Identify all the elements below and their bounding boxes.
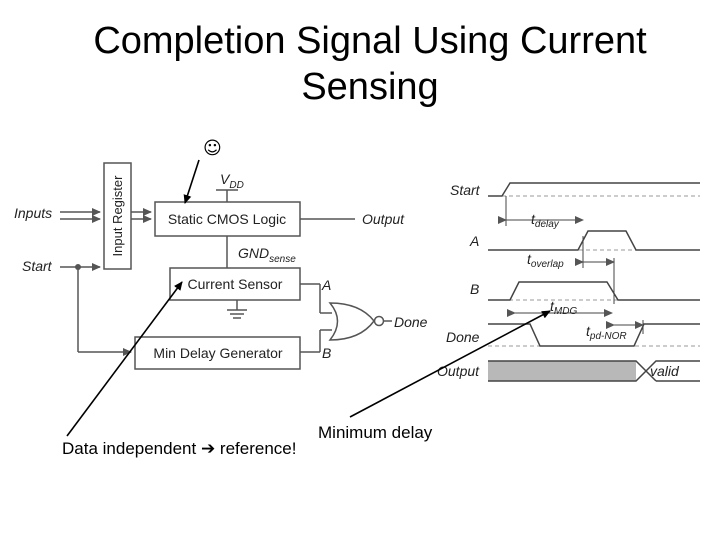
start-label: Start xyxy=(22,258,53,274)
caption-text-after: reference! xyxy=(215,439,297,458)
static-cmos-box xyxy=(154,201,301,237)
right-arrow-icon: ➔ xyxy=(200,439,216,459)
b-waveform xyxy=(488,281,700,301)
vdd-label: VDD xyxy=(220,171,244,191)
inputs-label: Inputs xyxy=(14,205,52,221)
input-register-box xyxy=(103,162,132,270)
a-waveform xyxy=(488,230,700,251)
done-label: Done xyxy=(394,314,428,330)
output-label: Output xyxy=(362,211,405,227)
title-line-1: Completion Signal Using Current xyxy=(93,20,647,62)
nor-bubble xyxy=(373,315,385,327)
minimum-delay-arrow xyxy=(349,310,551,418)
timing-diagram xyxy=(488,182,700,382)
static-cmos-label: Static CMOS Logic xyxy=(168,211,286,227)
timing-a-label: A xyxy=(469,233,479,249)
data-independent-arrow xyxy=(66,281,183,437)
t-pd-nor-label: tpd-NOR xyxy=(586,323,627,342)
start-waveform xyxy=(488,182,700,197)
t-overlap-label: toverlap xyxy=(527,251,564,270)
t-mdg-label: tMDG xyxy=(550,298,577,317)
b-label: B xyxy=(322,345,331,361)
timing-labels: Start A B Done Output valid tdelay tover… xyxy=(437,182,680,379)
a-label: A xyxy=(321,277,331,293)
min-delay-label: Min Delay Generator xyxy=(153,345,283,361)
gnd-sense-label: GNDsense xyxy=(238,245,296,265)
min-delay-box xyxy=(134,336,301,370)
timing-start-label: Start xyxy=(450,182,481,198)
circuit-schematic xyxy=(60,162,392,370)
timing-b-label: B xyxy=(470,281,479,297)
circuit-labels: VDD Static CMOS Logic Output GNDsense Cu… xyxy=(14,171,428,361)
page-title: Completion Signal Using Current Sensing xyxy=(0,18,720,110)
smiley-icon: ☺ xyxy=(203,138,222,159)
input-register-label: Input Register xyxy=(110,175,125,257)
output-invalid-region xyxy=(488,361,636,381)
t-delay-label: tdelay xyxy=(531,211,560,230)
current-sensor-label: Current Sensor xyxy=(188,276,283,292)
done-waveform xyxy=(488,323,700,347)
title-line-2: Sensing xyxy=(301,66,439,108)
nor-gate xyxy=(328,302,375,341)
current-sensor-box xyxy=(169,267,301,301)
timing-done-label: Done xyxy=(446,329,480,345)
minimum-delay-caption: Minimum delay xyxy=(318,423,433,442)
timing-output-label: Output xyxy=(437,363,480,379)
smiley-arrow xyxy=(183,159,200,204)
start-junction xyxy=(75,264,81,270)
data-independent-caption: Data independent ➔ reference! xyxy=(62,439,296,459)
annotation-arrows xyxy=(66,159,551,437)
caption-text-before: Data independent xyxy=(62,439,201,458)
timing-valid-label: valid xyxy=(650,363,680,379)
